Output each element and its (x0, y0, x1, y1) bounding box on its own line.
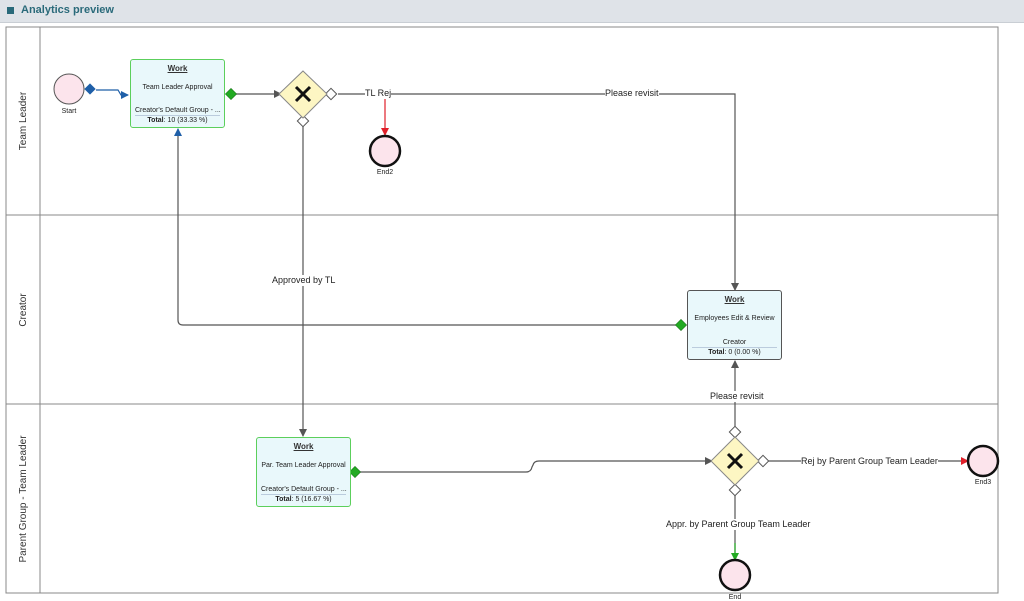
task-group-label: Creator's Default Group - ... (261, 486, 347, 493)
flow-label-tl-rej: TL Rej (365, 88, 392, 99)
lane-label-team-leader: Team Leader (18, 91, 29, 150)
flow-start-to-tl-approval[interactable] (96, 89, 129, 99)
task-group-label: Creator's Default Group - ... (135, 107, 221, 114)
flow-tl-rej[interactable] (338, 93, 739, 291)
task-group-label: Creator (722, 339, 747, 346)
end-event[interactable] (718, 558, 752, 592)
flow-label-rej-by-parent: Rej by Parent Group Team Leader (801, 456, 938, 467)
task-total: Total: 10 (33.33 %) (135, 115, 220, 124)
task-name-label: Team Leader Approval (142, 84, 213, 91)
task-total: Total: 5 (16.67 %) (261, 494, 346, 503)
flow-label-approved-by-tl: Approved by TL (272, 275, 336, 286)
flow-label-please-revisit-top: Please revisit (605, 88, 659, 99)
gateway-tl-decision[interactable] (278, 70, 328, 119)
flow-label-appr-by-parent: Appr. by Parent Group Team Leader (666, 519, 811, 530)
end2-event-label: End2 (376, 169, 394, 176)
flow-emp-edit-to-tl-approval[interactable] (174, 128, 676, 326)
lane-label-parent-group: Parent Group - Team Leader (18, 435, 29, 563)
exclusive-gateway-icon (294, 85, 312, 103)
end-event-label: End (728, 594, 742, 601)
ports (84, 83, 770, 497)
task-employees-edit-review[interactable]: Work Employees Edit & Review Creator Tot… (687, 290, 782, 360)
task-par-team-leader-approval[interactable]: Work Par. Team Leader Approval Creator's… (256, 437, 351, 507)
end3-event[interactable] (966, 444, 1000, 478)
end3-event-label: End3 (974, 479, 992, 486)
task-name-label: Employees Edit & Review (694, 315, 775, 322)
pool (5, 26, 999, 594)
start-event[interactable] (53, 73, 85, 105)
task-total: Total: 0 (0.00 %) (692, 347, 777, 356)
gateway-parent-decision[interactable] (710, 436, 760, 486)
task-name-label: Par. Team Leader Approval (261, 462, 346, 469)
task-type-label: Work (293, 442, 314, 451)
preview-icon (7, 7, 14, 14)
flow-label-please-revisit-bottom: Please revisit (710, 391, 764, 402)
window-header: Analytics preview (0, 0, 1024, 23)
window-title: Analytics preview (21, 4, 114, 16)
task-team-leader-approval[interactable]: Work Team Leader Approval Creator's Defa… (130, 59, 225, 128)
task-type-label: Work (167, 64, 188, 73)
start-event-label: Start (61, 108, 77, 115)
exclusive-gateway-icon (726, 452, 744, 470)
flow-par-tl-to-gateway[interactable] (360, 457, 713, 473)
lane-label-creator: Creator (18, 293, 29, 327)
sequence-flows (96, 89, 969, 561)
end2-event[interactable] (368, 134, 402, 168)
task-type-label: Work (724, 295, 745, 304)
